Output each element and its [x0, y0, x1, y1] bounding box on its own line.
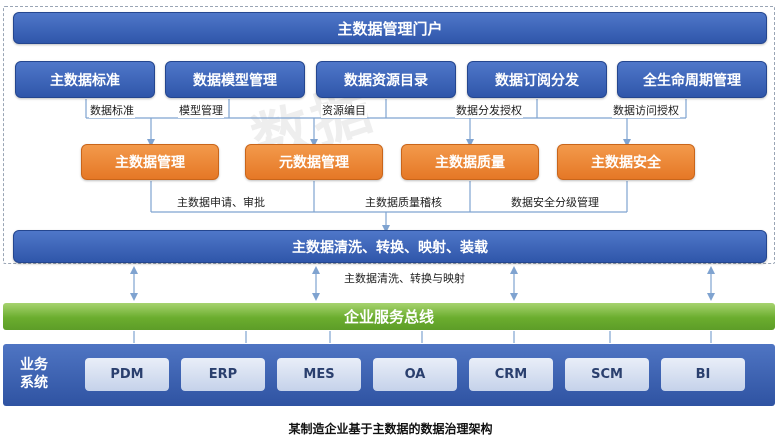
system-pdm: PDM: [85, 358, 169, 391]
module-lifecycle-management: 全生命周期管理: [617, 61, 767, 98]
module-data-subscription-distribution: 数据订阅分发: [467, 61, 607, 98]
governance-frame: [3, 6, 775, 264]
system-scm: SCM: [565, 358, 649, 391]
system-crm: CRM: [469, 358, 553, 391]
portal-bar: 主数据管理门户: [13, 12, 767, 44]
label-model-management: 模型管理: [178, 104, 224, 118]
enterprise-service-bus: 企业服务总线: [3, 303, 775, 330]
business-systems-title: 业务系统: [20, 357, 48, 391]
label-security-classification: 数据安全分级管理: [510, 196, 600, 210]
module-data-model-management: 数据模型管理: [165, 61, 305, 98]
system-oa: OA: [373, 358, 457, 391]
label-apply-approve: 主数据申请、审批: [176, 196, 266, 210]
label-quality-audit: 主数据质量稽核: [364, 196, 443, 210]
module-master-data-standard: 主数据标准: [15, 61, 155, 98]
module-data-resource-catalog: 数据资源目录: [316, 61, 456, 98]
figure-caption: 某制造企业基于主数据的数据治理架构: [288, 422, 493, 436]
label-distribution-authorization: 数据分发授权: [455, 104, 523, 118]
label-data-standard: 数据标准: [89, 104, 135, 118]
system-bi: BI: [661, 358, 745, 391]
label-access-authorization: 数据访问授权: [612, 104, 680, 118]
label-resource-cataloging: 资源编目: [321, 104, 367, 118]
system-erp: ERP: [181, 358, 265, 391]
system-mes: MES: [277, 358, 361, 391]
core-metadata-management: 元数据管理: [245, 144, 383, 180]
core-master-data-quality: 主数据质量: [401, 144, 539, 180]
cleaning-bar: 主数据清洗、转换、映射、装载: [13, 230, 767, 263]
core-master-data-security: 主数据安全: [557, 144, 695, 180]
label-clean-transform-map: 主数据清洗、转换与映射: [343, 272, 466, 286]
core-master-data-management: 主数据管理: [81, 144, 219, 180]
